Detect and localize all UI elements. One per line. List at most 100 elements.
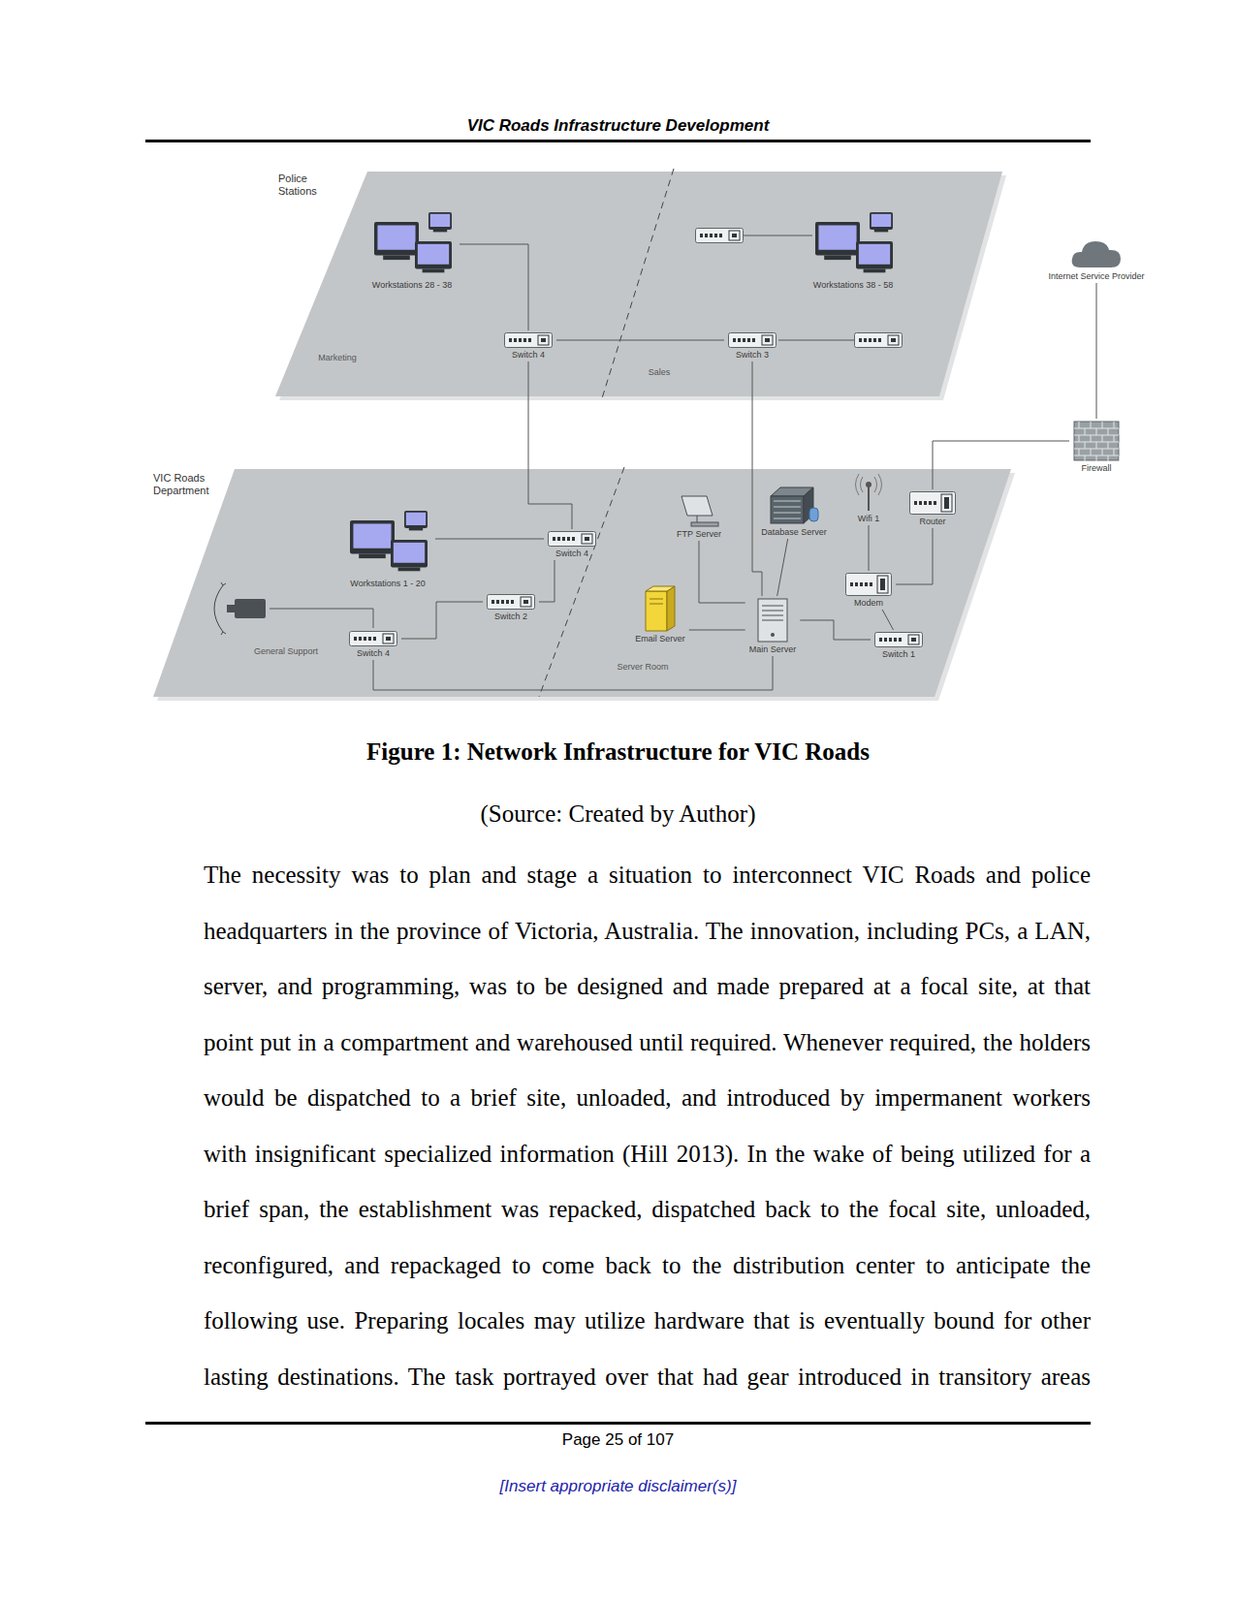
email-server-front bbox=[645, 591, 667, 632]
port bbox=[737, 338, 741, 343]
port-block bbox=[538, 335, 549, 346]
monitor-stand bbox=[824, 255, 852, 261]
device-body bbox=[487, 595, 536, 610]
brick-joint bbox=[1102, 448, 1104, 456]
device-icon bbox=[486, 594, 536, 610]
firewall-wall bbox=[1074, 421, 1119, 461]
port bbox=[518, 338, 522, 343]
network-device: Switch 2 bbox=[484, 594, 538, 622]
device-label: Switch 4 bbox=[356, 648, 390, 659]
device-body bbox=[696, 228, 744, 244]
brick-joint bbox=[1078, 421, 1080, 429]
brick-joint bbox=[1113, 448, 1115, 456]
device-label: Main Server bbox=[749, 644, 797, 655]
email-server-top bbox=[645, 586, 675, 592]
footer-rule bbox=[145, 1422, 1091, 1426]
device-label: Firewall bbox=[1080, 463, 1111, 474]
switch-symbol bbox=[696, 228, 744, 244]
device-label: Switch 3 bbox=[735, 349, 769, 360]
device-icon bbox=[348, 631, 398, 647]
port bbox=[888, 637, 892, 642]
port bbox=[752, 338, 756, 343]
device-icon bbox=[809, 210, 897, 279]
brick-joint bbox=[1090, 435, 1092, 443]
device-icon bbox=[547, 531, 597, 547]
port bbox=[523, 338, 527, 343]
port bbox=[510, 600, 514, 604]
brick-joint bbox=[1113, 421, 1115, 429]
network-device: Router bbox=[907, 491, 958, 527]
brick-joint bbox=[1102, 421, 1104, 429]
port-block bbox=[584, 537, 590, 541]
port bbox=[732, 338, 736, 343]
port bbox=[358, 636, 362, 641]
brick-joint bbox=[1084, 455, 1086, 462]
port-block bbox=[761, 335, 773, 346]
email-server-side bbox=[666, 586, 675, 632]
port-block bbox=[887, 335, 899, 346]
network-device: Modem bbox=[843, 572, 894, 608]
port-block bbox=[944, 497, 950, 509]
device-body bbox=[728, 333, 777, 349]
port bbox=[893, 637, 897, 642]
port bbox=[919, 501, 922, 506]
brick-joint bbox=[1108, 455, 1110, 462]
device-body bbox=[875, 633, 923, 648]
antenna bbox=[867, 486, 870, 511]
port-block bbox=[880, 578, 886, 591]
monitor bbox=[414, 241, 452, 270]
device-icon bbox=[757, 598, 789, 643]
camera-body bbox=[234, 599, 266, 619]
monitor-stand bbox=[433, 229, 447, 232]
port bbox=[491, 600, 495, 604]
monitor bbox=[815, 221, 860, 256]
device-label: Switch 1 bbox=[882, 649, 916, 660]
port-block bbox=[540, 338, 546, 343]
network-device: Switch 4 bbox=[502, 332, 555, 360]
port bbox=[859, 582, 863, 587]
port-block bbox=[385, 636, 391, 641]
device-icon bbox=[768, 486, 820, 526]
brick-joint bbox=[1119, 442, 1121, 449]
port-block bbox=[731, 233, 737, 238]
network-link bbox=[556, 340, 725, 342]
server-slot bbox=[761, 615, 784, 617]
port bbox=[863, 338, 867, 343]
port bbox=[709, 233, 713, 238]
port bbox=[914, 501, 918, 506]
network-device: Internet Service Provider bbox=[1045, 238, 1146, 282]
network-device: Switch 3 bbox=[726, 332, 779, 360]
device-icon bbox=[504, 332, 553, 349]
monitor-screen bbox=[818, 224, 856, 250]
device-icon bbox=[1073, 420, 1120, 462]
network-device: Workstations 38 - 58 bbox=[807, 210, 899, 290]
port bbox=[513, 338, 517, 343]
device-label: Switch 4 bbox=[555, 548, 589, 559]
port bbox=[928, 501, 932, 506]
network-device: Switch 1 bbox=[872, 632, 925, 660]
monitor bbox=[374, 221, 419, 256]
port bbox=[557, 537, 561, 541]
network-device: FTP Server bbox=[674, 494, 724, 539]
wire bbox=[778, 340, 855, 342]
region-label: Marketing bbox=[317, 352, 357, 363]
port-block bbox=[890, 338, 896, 343]
monitor-screen bbox=[858, 244, 890, 265]
device-icon bbox=[1070, 238, 1123, 270]
port bbox=[869, 582, 873, 587]
port-block bbox=[908, 634, 920, 645]
antenna-tip bbox=[865, 481, 872, 488]
figure-caption: Figure 1: Network Infrastructure for VIC… bbox=[0, 738, 1236, 766]
page-number: Page 25 of 107 bbox=[0, 1430, 1236, 1451]
device-icon bbox=[845, 572, 892, 597]
port bbox=[933, 501, 937, 506]
port bbox=[868, 338, 872, 343]
brick-joint bbox=[1113, 435, 1115, 443]
port bbox=[528, 338, 532, 343]
region-label: Server Room bbox=[616, 662, 668, 672]
port bbox=[850, 582, 854, 587]
cloud-symbol bbox=[1072, 241, 1121, 268]
brick-joint bbox=[1084, 442, 1086, 449]
plane-heading: Police Stations bbox=[278, 171, 332, 198]
